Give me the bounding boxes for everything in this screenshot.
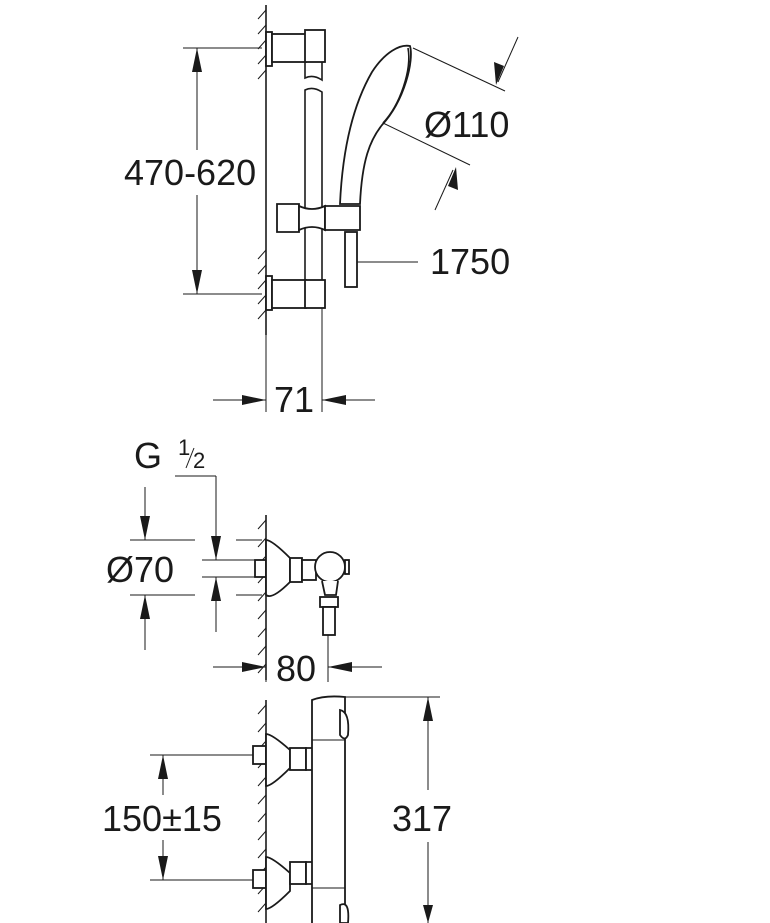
outlet-neck bbox=[321, 580, 339, 596]
shower-rail-view: 470-620 Ø110 1750 71 bbox=[124, 5, 519, 420]
outlet-pipe bbox=[322, 606, 336, 636]
temperature-handle bbox=[339, 708, 350, 740]
hatch-mark bbox=[257, 627, 267, 638]
hatch-mark bbox=[257, 24, 267, 35]
valve-cap bbox=[344, 559, 350, 575]
wall-hatching bbox=[257, 519, 267, 674]
outlet-thread bbox=[319, 596, 339, 608]
rail-lower bbox=[304, 87, 323, 308]
wall-hatching bbox=[257, 9, 267, 320]
dim-valve-depth: 80 bbox=[276, 648, 316, 689]
upper-inlet bbox=[252, 733, 321, 787]
hatch-mark bbox=[257, 519, 267, 530]
hatch-mark bbox=[257, 848, 267, 859]
lower-bracket-block bbox=[304, 279, 326, 309]
valve-body bbox=[314, 551, 346, 583]
slider-knob bbox=[276, 203, 300, 233]
connector-arm bbox=[301, 559, 317, 581]
hatch-mark bbox=[257, 830, 267, 841]
hatch-mark bbox=[257, 309, 267, 320]
hatch-mark bbox=[257, 9, 267, 20]
hatch-mark bbox=[257, 54, 267, 65]
hatch-mark bbox=[257, 704, 267, 715]
hatch-mark bbox=[257, 794, 267, 805]
rail-upper bbox=[304, 62, 323, 82]
hatch-mark bbox=[257, 591, 267, 602]
hatch-mark bbox=[257, 645, 267, 656]
dim-hose-length: 1750 bbox=[430, 241, 510, 282]
hatch-mark bbox=[257, 663, 267, 674]
connector-nut bbox=[289, 557, 303, 583]
dim-thread-numerator: 1 bbox=[178, 435, 190, 460]
dim-flange-diameter: Ø70 bbox=[106, 549, 174, 590]
hand-shower bbox=[339, 44, 412, 205]
hatch-mark bbox=[257, 609, 267, 620]
dim-thread: G bbox=[134, 435, 162, 476]
hatch-mark bbox=[257, 776, 267, 787]
mixer-side-view: G 1 2 Ø70 bbox=[106, 435, 382, 689]
hatch-mark bbox=[257, 902, 267, 913]
wall-nut bbox=[254, 559, 267, 578]
upper-bracket-arm bbox=[271, 33, 307, 63]
hatch-mark bbox=[257, 249, 267, 260]
hatch-mark bbox=[257, 264, 267, 275]
lower-bracket-arm bbox=[271, 279, 307, 309]
hatch-mark bbox=[257, 69, 267, 80]
dim-body-height: 317 bbox=[392, 798, 452, 839]
hatch-mark bbox=[257, 279, 267, 290]
upper-bracket-block bbox=[304, 29, 326, 63]
shower-head-face bbox=[382, 47, 410, 124]
mixer-front-view: 150±15 317 bbox=[102, 695, 452, 923]
hatch-mark bbox=[257, 537, 267, 548]
dim-head-diameter: Ø110 bbox=[424, 104, 509, 145]
dim-inlet-spacing: 150±15 bbox=[102, 798, 222, 839]
hatch-mark bbox=[257, 294, 267, 305]
hatch-mark bbox=[257, 812, 267, 823]
shower-holder bbox=[324, 205, 361, 231]
dim-rail-spacing: 470-620 bbox=[124, 152, 256, 193]
thermostat-body bbox=[311, 695, 346, 923]
hatch-mark bbox=[257, 722, 267, 733]
shower-hose bbox=[344, 231, 358, 288]
flow-handle bbox=[339, 903, 350, 923]
dim-rail-depth: 71 bbox=[274, 379, 314, 420]
flange-cover bbox=[265, 539, 291, 597]
slider-body bbox=[298, 204, 326, 232]
dim-thread-denominator: 2 bbox=[193, 448, 205, 473]
lower-inlet bbox=[252, 856, 321, 910]
